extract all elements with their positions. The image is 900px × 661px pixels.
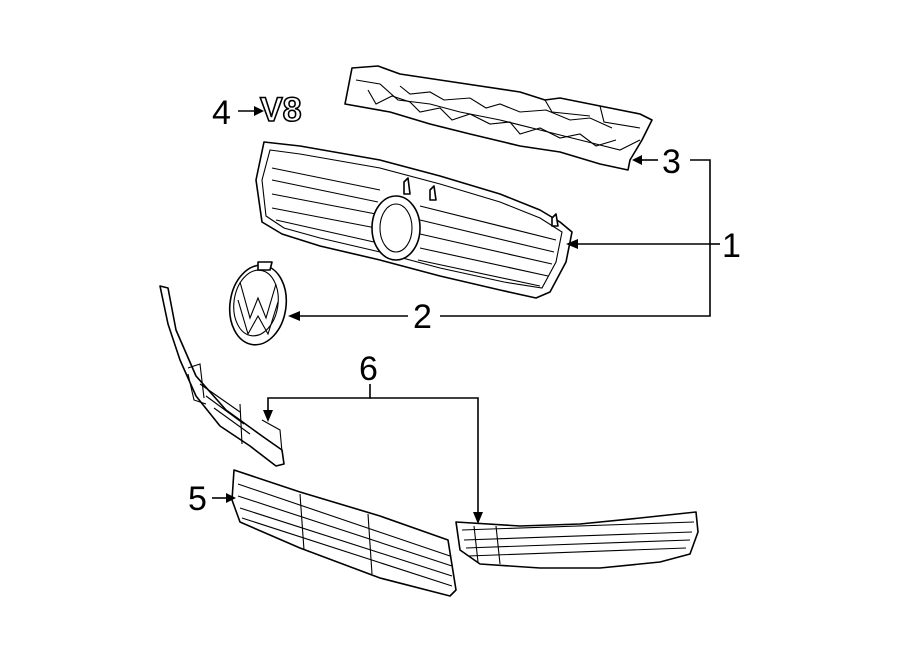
grille-support-part[interactable] <box>344 65 653 171</box>
lower-grille-part[interactable] <box>231 469 457 597</box>
v8-badge-text: V8 <box>260 91 302 129</box>
leader-lines <box>212 106 720 524</box>
side-molding-left-part[interactable] <box>159 285 285 467</box>
v8-emblem-part[interactable]: V8 <box>259 90 302 130</box>
main-grille-part[interactable] <box>255 141 573 299</box>
callout-1: 1 <box>722 227 741 265</box>
vw-emblem-part[interactable] <box>225 261 292 348</box>
callout-5: 5 <box>188 480 207 518</box>
callout-6: 6 <box>359 350 378 388</box>
callout-2: 2 <box>413 298 432 336</box>
lower-grille-right-part[interactable] <box>455 511 699 569</box>
callout-3: 3 <box>662 143 681 181</box>
callout-4: 4 <box>212 94 231 132</box>
